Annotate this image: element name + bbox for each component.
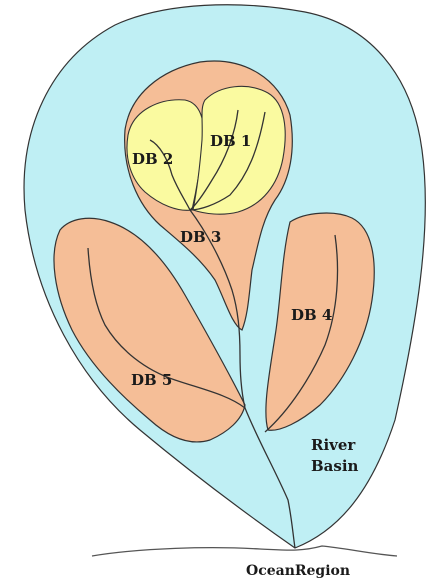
label-ocean-region: OceanRegion	[246, 563, 350, 579]
label-db4: DB 4	[291, 306, 332, 324]
label-db3: DB 3	[180, 228, 221, 246]
label-db2: DB 2	[132, 150, 173, 168]
ocean-coastline	[92, 546, 397, 556]
label-db5: DB 5	[131, 371, 172, 389]
label-river-basin-line1: River	[311, 436, 356, 454]
label-db1: DB 1	[210, 132, 251, 150]
label-river-basin-line2: Basin	[311, 457, 359, 475]
